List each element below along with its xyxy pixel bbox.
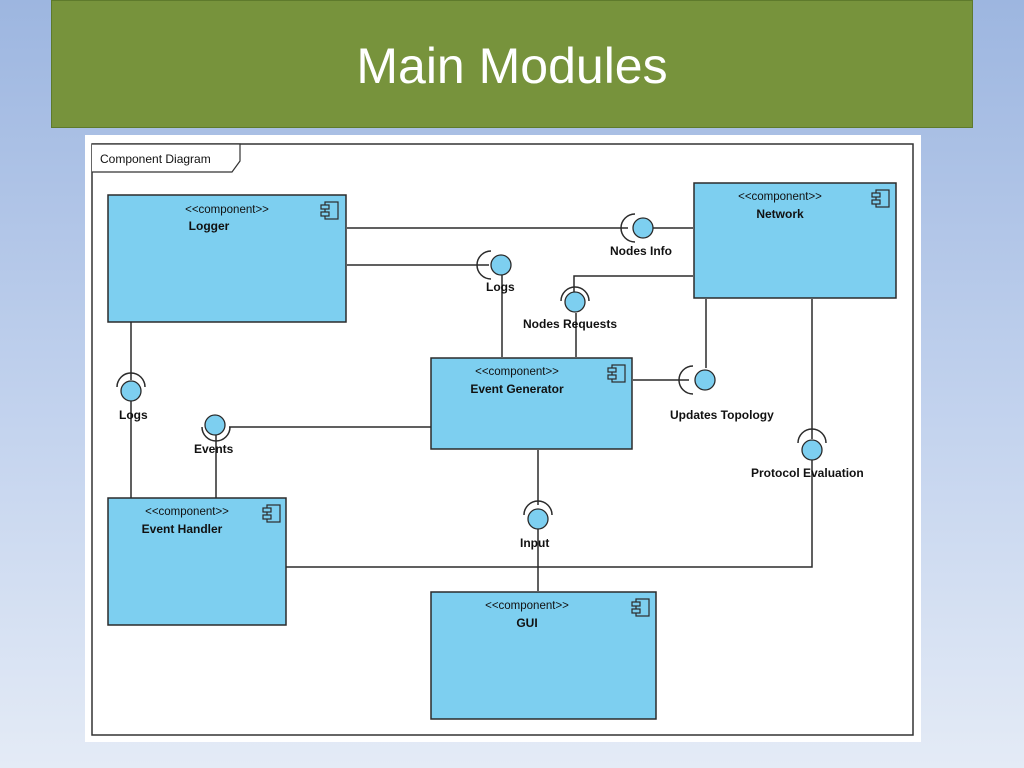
component-icon — [607, 364, 626, 383]
interface-label: Protocol Evaluation — [751, 466, 864, 480]
component-icon — [871, 189, 890, 208]
connector-eventhandler-protocol — [286, 458, 813, 568]
component-gui: <<component>> GUI — [430, 591, 657, 720]
interface-label: Nodes Requests — [523, 317, 617, 331]
stereotype-label: <<component>> — [738, 191, 822, 203]
slide-title: Main Modules — [356, 38, 668, 94]
frame-tab — [92, 143, 241, 173]
component-event-generator: <<component>> Event Generator — [430, 357, 633, 450]
component-name: Event Handler — [142, 522, 223, 536]
interface-label: Input — [520, 536, 549, 550]
interface-label: Logs — [486, 280, 515, 294]
stereotype-label: <<component>> — [475, 366, 559, 378]
component-event-handler: <<component>> Event Handler — [107, 497, 287, 626]
interface-nodes-info: Nodes Info — [610, 213, 672, 258]
interface-input: Input — [520, 500, 553, 550]
connector-network-nodes-requests — [573, 275, 693, 297]
component-name: Logger — [189, 219, 230, 233]
diagram-panel: Component Diagram Nodes Info — [85, 135, 921, 742]
component-icon — [262, 504, 281, 523]
component-icon — [631, 598, 650, 617]
interface-logs-left: Logs — [116, 372, 148, 422]
stereotype-label: <<component>> — [485, 600, 569, 612]
component-logger: <<component>> Logger — [107, 194, 347, 323]
frame-label: Component Diagram — [100, 152, 211, 166]
component-name: GUI — [516, 616, 537, 630]
stereotype-label: <<component>> — [185, 204, 269, 216]
stereotype-label: <<component>> — [145, 506, 229, 518]
interface-events: Events — [194, 414, 234, 456]
component-name: Event Generator — [470, 382, 564, 396]
component-name: Network — [756, 207, 804, 221]
interface-label: Events — [194, 442, 234, 456]
interface-logs-top: Logs — [476, 250, 515, 294]
component-icon — [320, 201, 339, 220]
interface-protocol-evaluation: Protocol Evaluation — [751, 428, 864, 480]
title-bar: Main Modules — [51, 0, 973, 128]
component-network: <<component>> Network — [693, 182, 897, 299]
interface-updates-topology: Updates Topology — [670, 365, 774, 422]
interface-nodes-requests: Nodes Requests — [523, 286, 617, 331]
component-diagram: Component Diagram Nodes Info — [91, 143, 914, 736]
interface-label: Logs — [119, 408, 148, 422]
interface-label: Nodes Info — [610, 244, 672, 258]
interface-label: Updates Topology — [670, 408, 774, 422]
